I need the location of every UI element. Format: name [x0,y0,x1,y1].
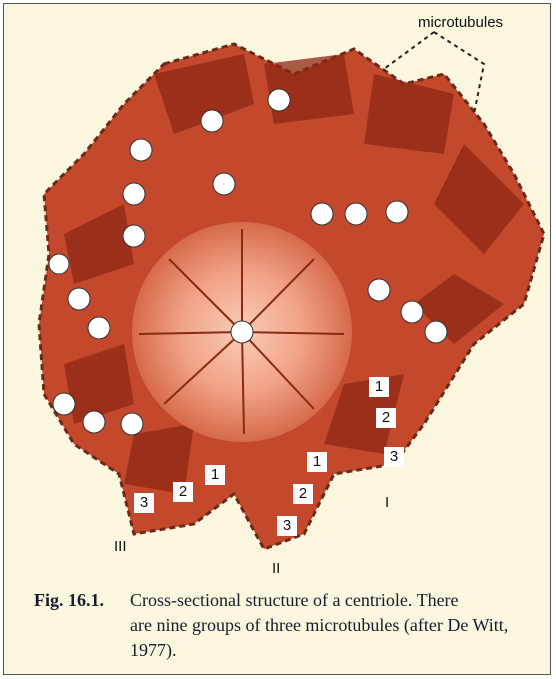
group-ii-tubule-2: 2 [293,484,313,504]
group-i-label: I [385,494,389,511]
group-i-tubule-3: 3 [384,447,404,467]
group-iii-tubule-1: 1 [205,465,225,485]
caption-text-line1: Cross-sectional structure of a centriole… [130,588,459,613]
group-iii-tubule-2: 2 [173,482,193,502]
caption-label: Fig. 16.1. [34,588,130,613]
hub-center [231,321,253,343]
centriole-illustration [4,4,552,584]
figure-caption: Fig. 16.1. Cross-sectional structure of … [34,588,548,663]
group-i-tubule-2: 2 [376,408,396,428]
group-iii-label: III [114,538,127,555]
group-ii-label: II [272,560,280,577]
group-iii-tubule-3: 3 [134,493,154,513]
group-ii-tubule-1: 1 [307,452,327,472]
group-ii-tubule-3: 3 [277,516,297,536]
microtubules-label: microtubules [418,14,503,31]
caption-text-rest: are nine groups of three microtubules (a… [34,613,548,663]
group-i-tubule-1: 1 [369,377,389,397]
figure-frame: microtubules 1 2 3 I 1 2 3 II 1 2 3 III … [3,3,551,675]
